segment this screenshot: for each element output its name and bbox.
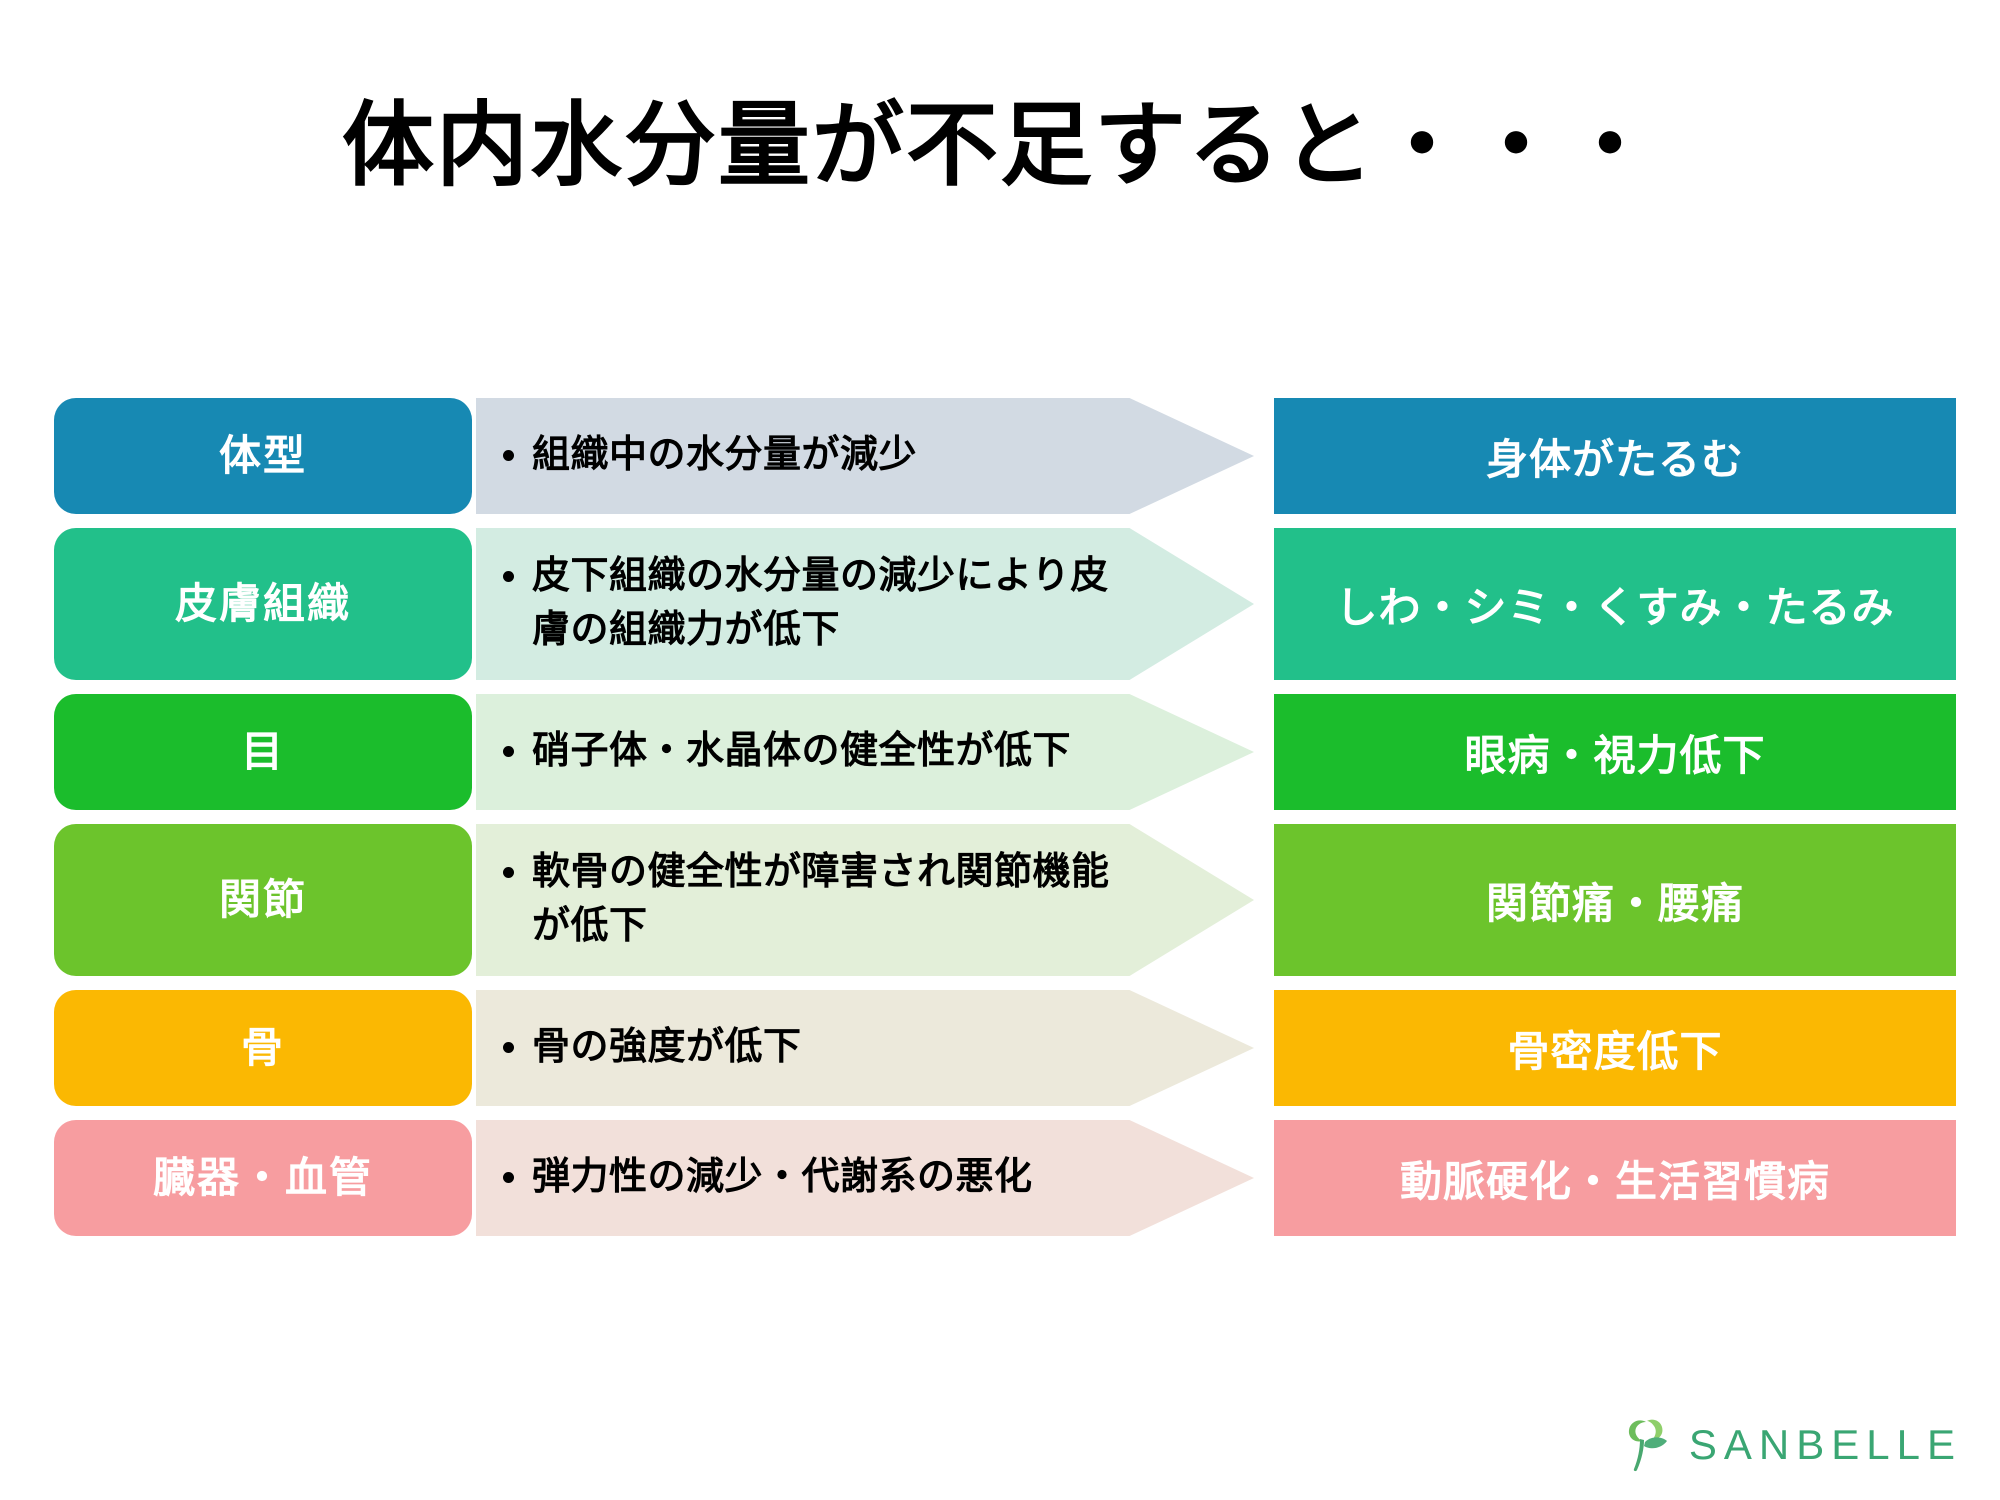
cause-arrow: 骨の強度が低下 — [476, 990, 1254, 1106]
result-label: 骨密度低下 — [1507, 1027, 1723, 1075]
category-label: 皮膚組織 — [174, 579, 351, 627]
category-label: 関節 — [218, 875, 307, 923]
cause-bullet-item: 硝子体・水晶体の健全性が低下 — [532, 725, 1071, 779]
cause-bullet-list: 骨の強度が低下 — [498, 1021, 802, 1075]
result-label: 関節痛・腰痛 — [1485, 879, 1744, 927]
category-box[interactable]: 骨 — [54, 990, 472, 1106]
result-label: 眼病・視力低下 — [1464, 731, 1766, 779]
arrow-shape-icon — [476, 694, 1254, 810]
result-box[interactable]: しわ・シミ・くすみ・たるみ — [1274, 528, 1956, 680]
result-box[interactable]: 動脈硬化・生活習慣病 — [1274, 1120, 1956, 1236]
flow-row: 骨 骨の強度が低下 骨密度低下 — [0, 990, 2000, 1106]
flow-row: 関節 軟骨の健全性が障害され関節機能が低下 関節痛・腰痛 — [0, 824, 2000, 976]
leaf-icon — [1628, 1419, 1667, 1472]
flow-row: 皮膚組織 皮下組織の水分量の減少により皮膚の組織力が低下 しわ・シミ・くすみ・たるみ — [0, 528, 2000, 680]
cause-bullet-item: 軟骨の健全性が障害され関節機能が低下 — [532, 846, 1114, 954]
cause-bullet-list: 皮下組織の水分量の減少により皮膚の組織力が低下 — [498, 550, 1114, 658]
cause-bullet-item: 骨の強度が低下 — [532, 1021, 802, 1075]
result-label: しわ・シミ・くすみ・たるみ — [1335, 583, 1895, 631]
cause-text-area: 皮下組織の水分量の減少により皮膚の組織力が低下 — [498, 528, 1114, 680]
cause-arrow: 軟骨の健全性が障害され関節機能が低下 — [476, 824, 1254, 976]
cause-bullet-list: 硝子体・水晶体の健全性が低下 — [498, 725, 1071, 779]
flow-row: 臓器・血管 弾力性の減少・代謝系の悪化 動脈硬化・生活習慣病 — [0, 1120, 2000, 1236]
arrow-shape-icon — [476, 1120, 1254, 1236]
brand-logo: SANBELLE — [1623, 1416, 1962, 1474]
cause-bullet-item: 組織中の水分量が減少 — [532, 429, 917, 483]
arrow-shape-icon — [476, 398, 1254, 514]
category-label: 目 — [240, 727, 285, 775]
cause-bullet-item: 皮下組織の水分量の減少により皮膚の組織力が低下 — [532, 550, 1114, 658]
result-box[interactable]: 眼病・視力低下 — [1274, 694, 1956, 810]
arrow-shape-icon — [476, 824, 1254, 976]
category-box[interactable]: 臓器・血管 — [54, 1120, 472, 1236]
cause-text-area: 弾力性の減少・代謝系の悪化 — [498, 1120, 1114, 1236]
category-label: 骨 — [240, 1023, 285, 1071]
flow-row: 目 硝子体・水晶体の健全性が低下 眼病・視力低下 — [0, 694, 2000, 810]
category-box[interactable]: 皮膚組織 — [54, 528, 472, 680]
cause-bullet-list: 弾力性の減少・代謝系の悪化 — [498, 1151, 1033, 1205]
cause-arrow: 組織中の水分量が減少 — [476, 398, 1254, 514]
result-box[interactable]: 関節痛・腰痛 — [1274, 824, 1956, 976]
cause-text-area: 組織中の水分量が減少 — [498, 398, 1114, 514]
category-box[interactable]: 体型 — [54, 398, 472, 514]
cause-arrow: 硝子体・水晶体の健全性が低下 — [476, 694, 1254, 810]
cause-bullet-list: 組織中の水分量が減少 — [498, 429, 917, 483]
cause-text-area: 骨の強度が低下 — [498, 990, 1114, 1106]
category-box[interactable]: 目 — [54, 694, 472, 810]
cause-arrow: 皮下組織の水分量の減少により皮膚の組織力が低下 — [476, 528, 1254, 680]
flow-row: 体型 組織中の水分量が減少 身体がたるむ — [0, 398, 2000, 514]
cause-arrow: 弾力性の減少・代謝系の悪化 — [476, 1120, 1254, 1236]
arrow-shape-icon — [476, 990, 1254, 1106]
cause-text-area: 軟骨の健全性が障害され関節機能が低下 — [498, 824, 1114, 976]
result-box[interactable]: 骨密度低下 — [1274, 990, 1956, 1106]
cause-bullet-item: 弾力性の減少・代謝系の悪化 — [532, 1151, 1033, 1205]
category-label: 臓器・血管 — [152, 1153, 373, 1201]
page-title: 体内水分量が不足すると・・・ — [341, 95, 1658, 197]
result-box[interactable]: 身体がたるむ — [1274, 398, 1956, 514]
result-label: 身体がたるむ — [1485, 435, 1744, 483]
category-box[interactable]: 関節 — [54, 824, 472, 976]
cause-bullet-list: 軟骨の健全性が障害され関節機能が低下 — [498, 846, 1114, 954]
arrow-shape-icon — [476, 528, 1254, 680]
cause-text-area: 硝子体・水晶体の健全性が低下 — [498, 694, 1114, 810]
category-label: 体型 — [218, 431, 307, 479]
result-label: 動脈硬化・生活習慣病 — [1399, 1157, 1830, 1205]
logo-wordmark: SANBELLE — [1688, 1421, 1962, 1468]
